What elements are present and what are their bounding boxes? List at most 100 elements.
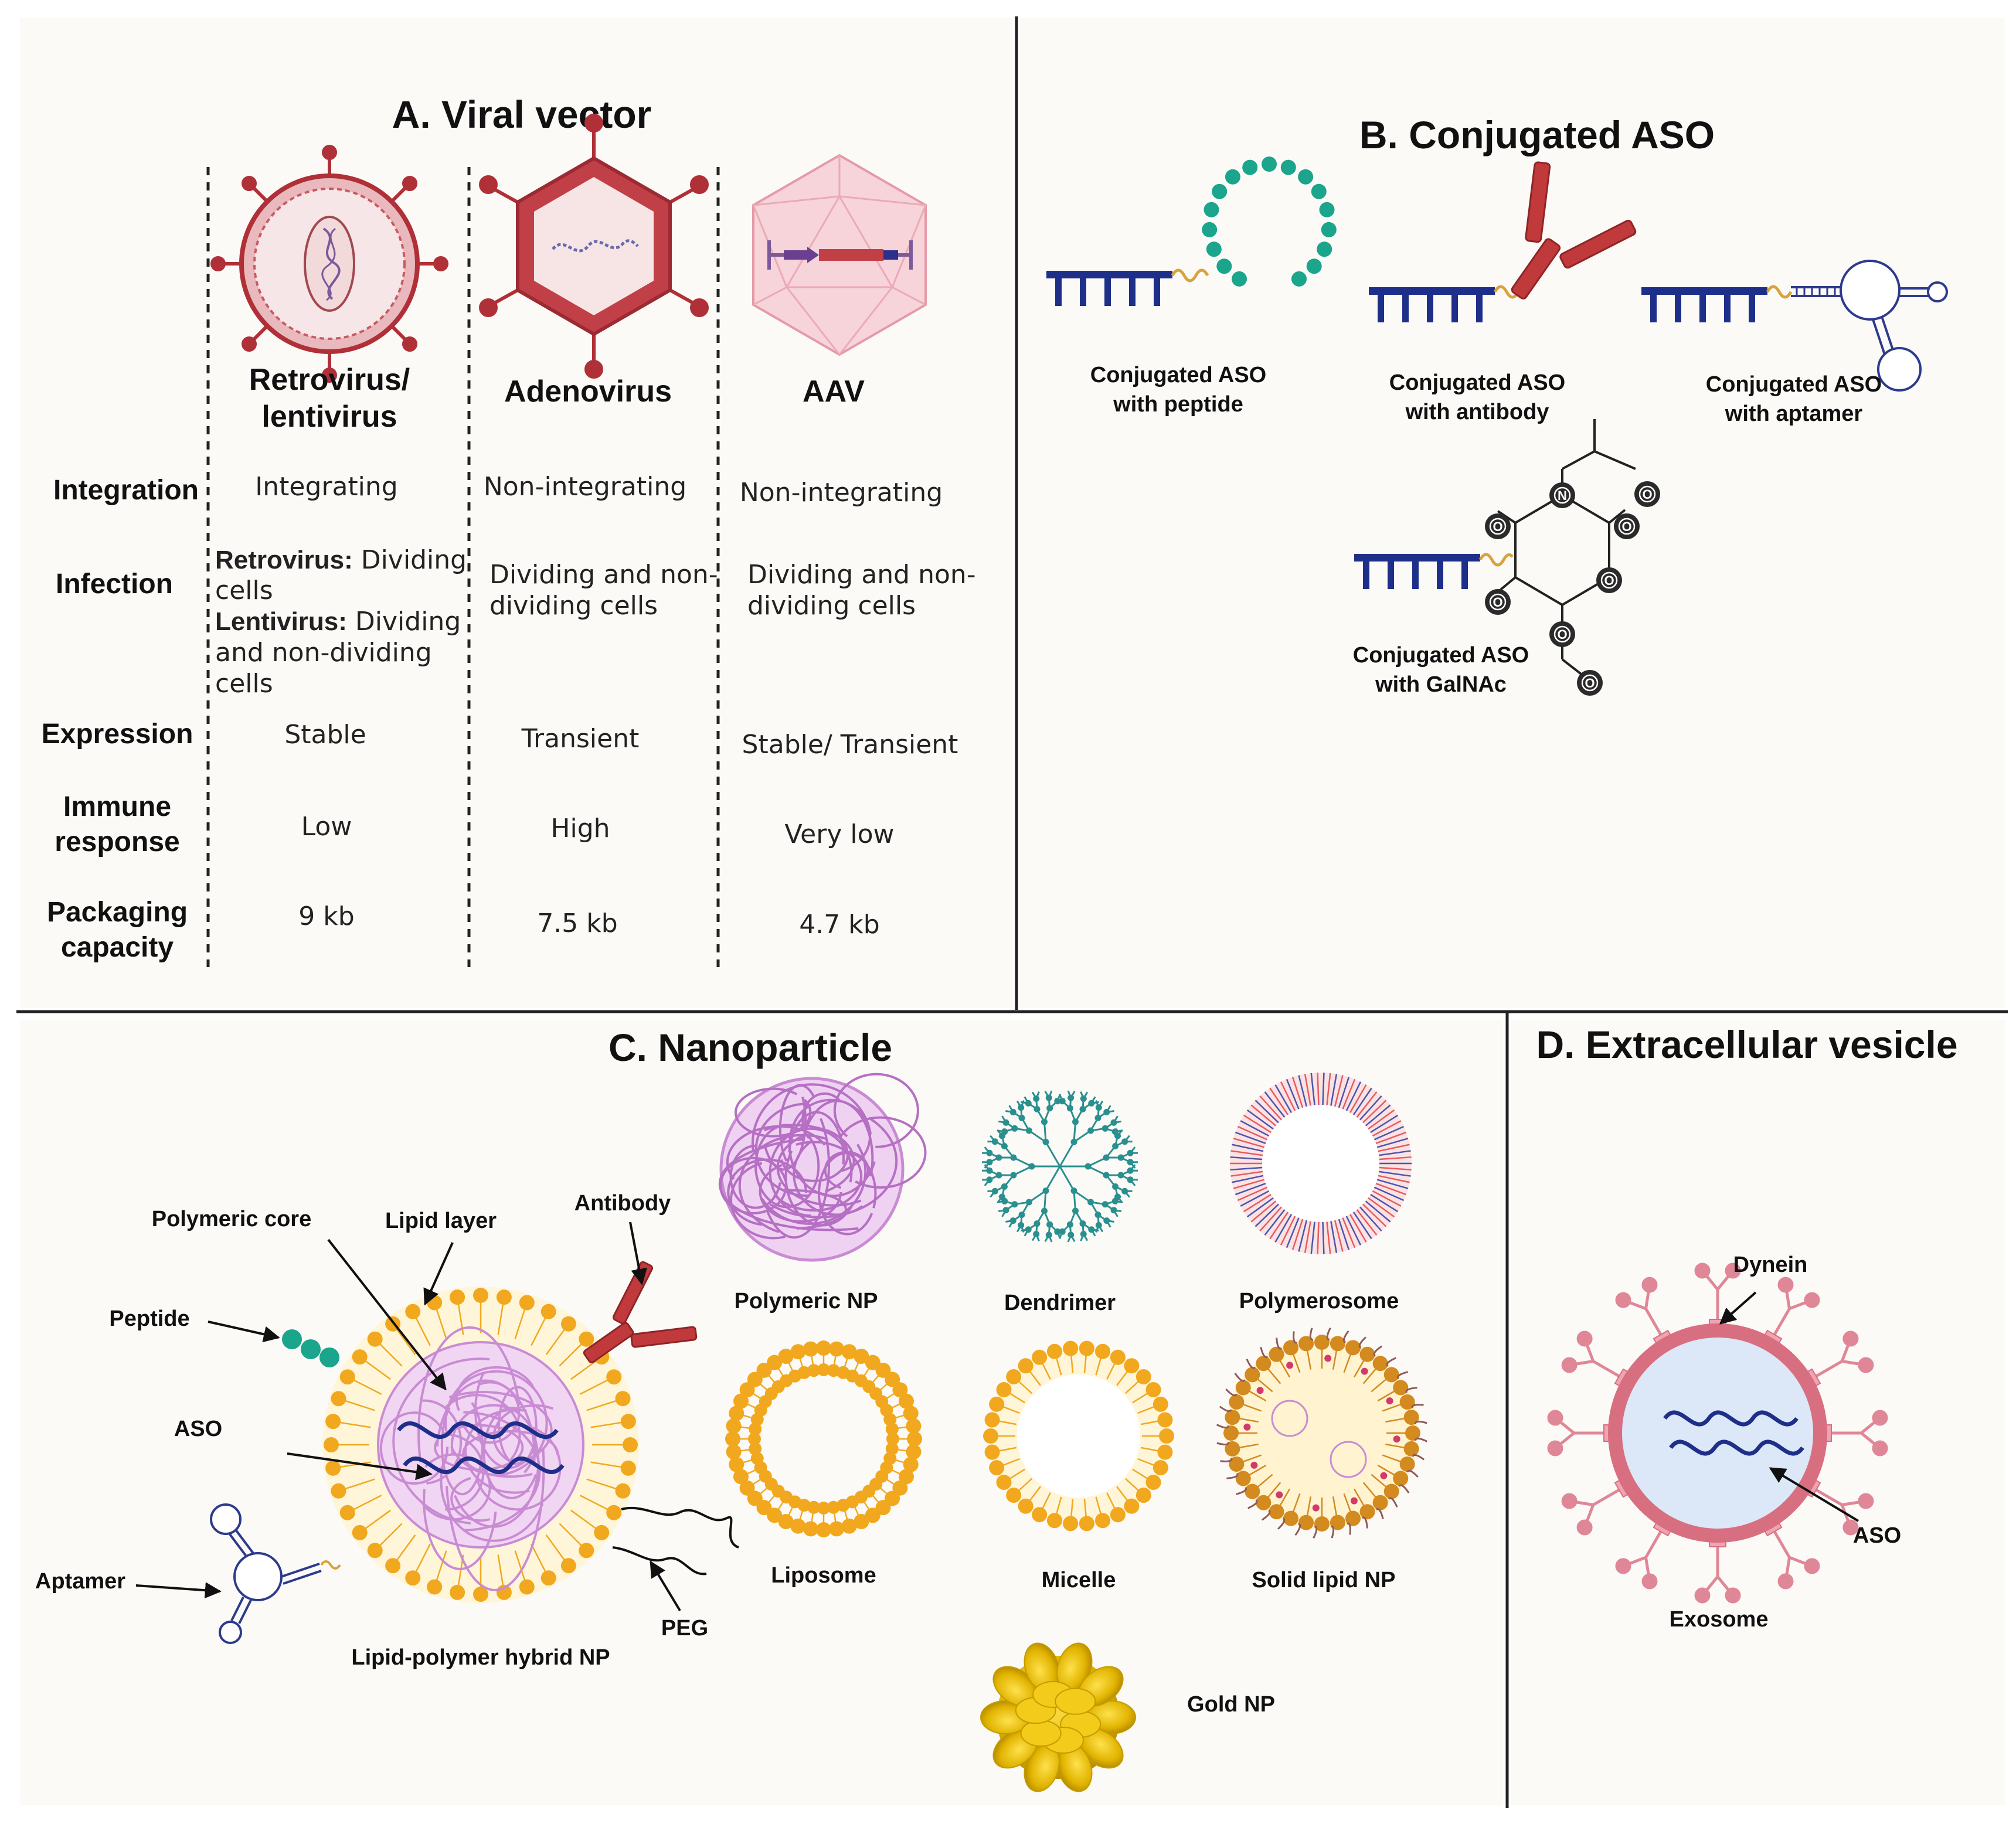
- caption-peptide-1: Conjugated ASO: [1090, 363, 1266, 387]
- polymer-strand: [801, 1092, 842, 1139]
- lipid-head: [903, 1406, 919, 1421]
- polymer-chain: [1345, 1081, 1362, 1111]
- polymer-chain: [1376, 1138, 1409, 1148]
- galnac-atom-ring: [1638, 485, 1656, 503]
- surface-protein-tip: [1547, 1410, 1563, 1426]
- lipid-head: [1298, 1336, 1314, 1352]
- panel-b-title: B. Conjugated ASO: [1359, 113, 1715, 156]
- panel-d-title: D. Extracellular vesicle: [1536, 1023, 1957, 1066]
- lipid-tail: [352, 1379, 382, 1395]
- lipid-head: [816, 1340, 831, 1356]
- caption-solid-lipid-np: Solid lipid NP: [1252, 1568, 1396, 1592]
- table-cell: Dividing and non-: [489, 560, 718, 590]
- label-peg: PEG: [661, 1616, 708, 1641]
- lipid-head: [1095, 1513, 1111, 1529]
- row-label: Integration: [53, 475, 199, 506]
- lipid-head: [790, 1518, 806, 1534]
- lipid-head: [1159, 1428, 1174, 1444]
- polymer-strand: [392, 1357, 490, 1524]
- polymer-chain: [1330, 1074, 1338, 1106]
- peptide-bead: [1206, 241, 1222, 257]
- dendrimer-branch: [984, 1164, 991, 1172]
- polymer-chain: [1230, 1170, 1263, 1177]
- dendrimer-branch: [1114, 1195, 1121, 1202]
- peg-chain: [1216, 1424, 1229, 1429]
- dendrimer-branch: [1091, 1101, 1099, 1104]
- dendrimer-branch: [1083, 1233, 1089, 1241]
- galnac-atom-label: O: [1621, 519, 1631, 534]
- arrow-aptamer: [135, 1582, 222, 1599]
- polymer-strand: [769, 1117, 898, 1219]
- lipid-head: [325, 1414, 341, 1430]
- galnac-atom: [1485, 589, 1511, 615]
- dendrimer-branch: [990, 1135, 996, 1142]
- panel-c-title: C. Nanoparticle: [608, 1026, 892, 1069]
- lipid-tail: [1266, 1367, 1281, 1384]
- lipid-tail: [1116, 1370, 1129, 1386]
- lipid-head: [854, 1513, 869, 1529]
- lipid-head: [885, 1442, 899, 1455]
- dendrimer-branch: [1073, 1121, 1076, 1142]
- lipid-head: [778, 1349, 794, 1364]
- dendrimer-branch: [1113, 1115, 1119, 1124]
- aso-peptide-illustration: Conjugated ASO with peptide: [1046, 156, 1337, 417]
- lipid-head: [807, 1364, 821, 1377]
- lipid-head: [1403, 1410, 1419, 1425]
- lipid-head: [1250, 1461, 1258, 1469]
- lipid-tail: [1362, 1367, 1378, 1384]
- dendrimer-branch: [1045, 1141, 1061, 1167]
- lipid-head: [803, 1521, 818, 1537]
- arrow-antibody: [629, 1221, 648, 1285]
- galnac-atom-label: O: [1642, 487, 1652, 502]
- surface-protein-tip: [1842, 1330, 1859, 1347]
- dendrimer-branch: [998, 1120, 1007, 1124]
- polymer-chain: [1298, 1220, 1308, 1252]
- lipid-head: [1393, 1380, 1409, 1396]
- peg-chain: [1342, 1330, 1349, 1343]
- lipid-head: [339, 1369, 355, 1385]
- aav-icon: [752, 154, 927, 356]
- lipid-head: [837, 1499, 850, 1512]
- lipid-head: [1095, 1343, 1111, 1359]
- surface-protein-tip: [1641, 1573, 1658, 1590]
- dendrimer-branch: [1013, 1165, 1032, 1176]
- peptide-bead: [1311, 183, 1327, 199]
- lipid-tail: [811, 1359, 814, 1365]
- lipid-head: [324, 1437, 339, 1452]
- lipid-head: [749, 1442, 762, 1455]
- lipid-head: [797, 1366, 811, 1379]
- peptide-bead: [1232, 271, 1247, 287]
- lipid-tail: [378, 1523, 403, 1547]
- lipid-head: [1110, 1507, 1126, 1523]
- dendrimer-branch: [1021, 1229, 1029, 1232]
- polymer-strand: [422, 1399, 462, 1485]
- dendrimer-branch: [1055, 1098, 1063, 1102]
- lipid-head: [367, 1331, 383, 1347]
- peptide-bead: [1262, 156, 1277, 172]
- polymer-chain: [1235, 1131, 1266, 1144]
- arrow-aso: [287, 1452, 433, 1481]
- dendrimer-branch: [1059, 1141, 1075, 1167]
- dendrimer-branch: [1048, 1090, 1053, 1098]
- lipid-head: [885, 1372, 900, 1387]
- lipid-head: [1359, 1346, 1375, 1362]
- polymer-chain: [1240, 1190, 1270, 1207]
- peg-chain: [1226, 1473, 1239, 1479]
- dendrimer-branch: [1070, 1091, 1076, 1098]
- table-cell: Low: [301, 812, 352, 842]
- polymer-chain: [1374, 1125, 1405, 1141]
- polymer-chain: [1304, 1074, 1311, 1106]
- aso-aptamer-illustration: Conjugated ASO with aptamer: [1641, 260, 1948, 426]
- lipid-head: [906, 1444, 922, 1460]
- polymer-strand: [734, 1087, 812, 1138]
- lipid-head: [1145, 1474, 1161, 1490]
- lipid-tail: [1137, 1406, 1155, 1414]
- caption-peptide-2: with peptide: [1113, 392, 1243, 417]
- polymer-chain: [1317, 1073, 1320, 1105]
- linker: [1171, 268, 1209, 283]
- polymer-chain: [1235, 1183, 1266, 1196]
- peg-chain: [1415, 1437, 1428, 1442]
- polymer-chain: [1233, 1179, 1265, 1189]
- infection-cell-line: cells: [215, 669, 273, 699]
- peg-chain: [1220, 1458, 1233, 1462]
